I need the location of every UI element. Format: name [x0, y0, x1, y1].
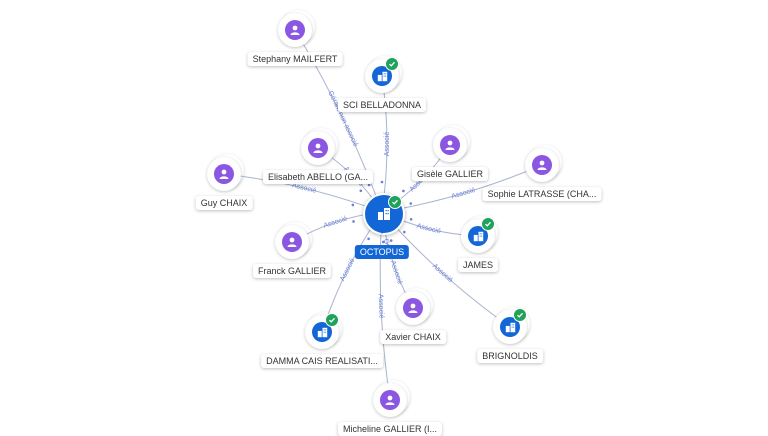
person-avatar	[403, 298, 423, 318]
person-avatar	[380, 390, 400, 410]
link-label: Associé	[377, 294, 385, 319]
link-label: Associé	[291, 182, 317, 195]
node-label[interactable]: BRIGNOLDIS	[477, 349, 543, 363]
person-icon	[219, 169, 229, 179]
person-icon	[313, 143, 323, 153]
company-avatar	[372, 66, 392, 86]
link-arrow	[367, 183, 371, 187]
link-arrow	[380, 180, 384, 184]
link-arrow	[352, 220, 355, 223]
person-avatar	[214, 164, 234, 184]
person-icon	[287, 237, 297, 247]
node-label[interactable]: SCI BELLADONNA	[337, 98, 427, 112]
link-arrow	[381, 240, 385, 244]
person-icon	[385, 395, 395, 405]
center-node-label[interactable]: OCTOPUS	[354, 245, 410, 259]
company-avatar	[500, 317, 520, 337]
verified-check-icon	[385, 57, 399, 71]
node-label[interactable]: Elisabeth ABELLO (GA...	[262, 170, 374, 184]
link-arrow	[409, 202, 413, 205]
person-icon	[445, 140, 455, 150]
link-line	[294, 29, 383, 213]
pin-pointer	[376, 225, 388, 234]
person-icon	[290, 25, 300, 35]
link-arrow	[351, 203, 355, 207]
person-node-badge[interactable]	[396, 288, 433, 325]
link-arrow	[409, 217, 413, 221]
company-node-badge[interactable]	[493, 307, 530, 344]
company-node-badge[interactable]	[461, 216, 498, 253]
node-label[interactable]: Guy CHAIX	[195, 196, 253, 210]
verified-check-icon	[513, 308, 527, 322]
node-label[interactable]: Xavier CHAIX	[380, 330, 446, 344]
building-icon	[317, 327, 327, 337]
person-node-badge[interactable]	[207, 154, 244, 191]
link-label: Associé	[416, 223, 442, 236]
person-avatar	[282, 232, 302, 252]
building-icon	[473, 231, 483, 241]
node-label[interactable]: Gisèle GALLIER	[411, 167, 489, 181]
building-icon	[378, 208, 390, 220]
link-label: Associé	[339, 257, 356, 282]
link-arrow	[359, 189, 363, 193]
person-node-badge[interactable]	[525, 145, 562, 182]
person-node-badge[interactable]	[275, 222, 312, 259]
company-avatar	[468, 226, 488, 246]
node-label[interactable]: DAMMA CAIS REALISATI...	[261, 354, 383, 368]
node-label[interactable]: Micheline GALLIER (I...	[337, 422, 443, 436]
building-icon	[377, 71, 387, 81]
link-arrow	[389, 239, 393, 242]
node-label[interactable]: Sophie LATRASSE (CHA...	[482, 187, 602, 201]
node-label[interactable]: JAMES	[457, 258, 499, 272]
verified-check-icon	[481, 217, 495, 231]
link-arrow	[402, 189, 405, 193]
link-label: Associé	[431, 263, 454, 285]
person-avatar	[532, 155, 552, 175]
person-node-badge[interactable]	[278, 10, 315, 47]
person-icon	[408, 303, 418, 313]
node-label[interactable]: Stephany MAILFERT	[247, 52, 343, 66]
node-label[interactable]: Franck GALLIER	[252, 264, 332, 278]
person-icon	[537, 160, 547, 170]
verified-check-icon	[388, 195, 402, 209]
link-label: Associé	[451, 187, 477, 201]
link-label: Associé	[384, 132, 391, 157]
link-arrow	[367, 237, 370, 241]
person-avatar	[308, 138, 328, 158]
person-avatar	[285, 20, 305, 40]
link-label: Associé	[323, 215, 349, 229]
person-node-badge[interactable]	[433, 125, 470, 162]
company-node-badge[interactable]	[305, 312, 342, 349]
company-avatar	[312, 322, 332, 342]
link-arrow	[403, 230, 406, 234]
person-avatar	[440, 135, 460, 155]
person-node-badge[interactable]	[301, 128, 338, 165]
verified-check-icon	[325, 313, 339, 327]
company-node-badge[interactable]	[365, 56, 402, 93]
person-node-badge[interactable]	[373, 380, 410, 417]
building-icon	[505, 322, 515, 332]
